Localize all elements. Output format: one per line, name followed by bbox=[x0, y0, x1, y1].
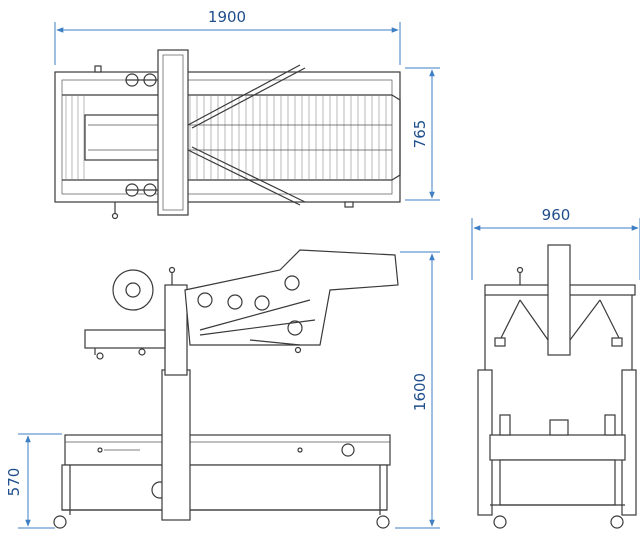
dimension-765: 765 bbox=[405, 67, 440, 201]
conveyor-slats bbox=[65, 96, 387, 179]
dimension-1600: 1600 bbox=[395, 251, 440, 529]
dimension-label-1900: 1900 bbox=[208, 8, 246, 26]
dimension-1900: 1900 bbox=[54, 8, 401, 65]
top-view bbox=[54, 49, 401, 220]
dimension-label-960: 960 bbox=[542, 206, 571, 224]
dimension-label-1600: 1600 bbox=[411, 373, 429, 411]
dimension-960: 960 bbox=[471, 206, 640, 280]
dimension-570: 570 bbox=[5, 433, 62, 529]
side-view bbox=[477, 244, 637, 529]
front-view bbox=[53, 249, 399, 529]
dimension-label-765: 765 bbox=[411, 120, 429, 149]
dimension-label-570: 570 bbox=[5, 468, 23, 497]
